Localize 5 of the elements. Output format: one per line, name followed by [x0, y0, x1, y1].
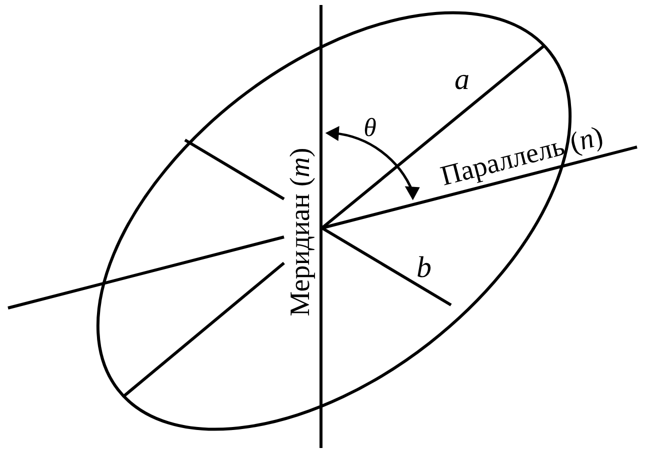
symbol-label: θ — [364, 115, 376, 141]
axis-label: Параллель (n) — [438, 122, 606, 192]
symbol-label: a — [454, 65, 470, 95]
symbol-label: b — [416, 253, 432, 283]
axis-label: Меридиан (m) — [287, 148, 315, 316]
